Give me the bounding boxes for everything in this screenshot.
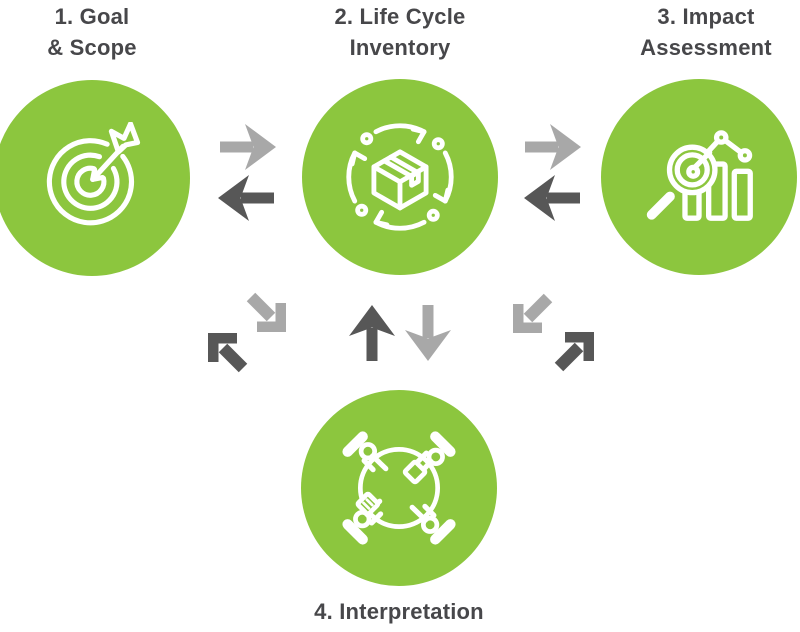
label-life-cycle-inventory: 2. Life Cycle Inventory: [300, 1, 500, 63]
label-life-cycle-inventory-line1: 2. Life Cycle: [334, 4, 466, 29]
label-interpretation: 4. Interpretation: [249, 596, 549, 627]
arrow-impact-to-inventory: [524, 175, 580, 221]
target-dart-icon: [46, 122, 141, 226]
arrow-interpretation-to-goal: [206, 331, 250, 375]
magnifier-analytics-icon: [646, 130, 753, 221]
label-impact-assessment-line2: Assessment: [640, 35, 772, 60]
label-interpretation-line1: 4. Interpretation: [314, 599, 484, 624]
arrow-goal-to-interpretation: [244, 290, 288, 334]
label-life-cycle-inventory-line2: Inventory: [349, 35, 451, 60]
arrow-interpretation-to-inventory: [349, 305, 395, 361]
arrow-inventory-to-interpretation: [405, 305, 451, 361]
arrow-inventory-to-goal: [218, 175, 274, 221]
roundtable-hands-icon: [342, 431, 465, 554]
node-goal-scope: [0, 80, 190, 276]
label-impact-assessment-line1: 3. Impact: [657, 4, 755, 29]
label-goal-scope-line2: & Scope: [47, 35, 137, 60]
arrow-inventory-to-impact: [525, 124, 581, 170]
node-interpretation: [301, 390, 497, 586]
label-impact-assessment: 3. Impact Assessment: [606, 1, 800, 63]
node-impact-assessment: [601, 79, 797, 275]
label-goal-scope-line1: 1. Goal: [54, 4, 130, 29]
arrow-interpretation-to-impact: [552, 330, 596, 374]
node-life-cycle-inventory: [302, 79, 498, 275]
arrow-goal-to-inventory: [220, 124, 276, 170]
package-lifecycle-icon: [342, 123, 458, 235]
arrow-impact-to-interpretation: [511, 291, 555, 335]
label-goal-scope: 1. Goal & Scope: [0, 1, 192, 63]
